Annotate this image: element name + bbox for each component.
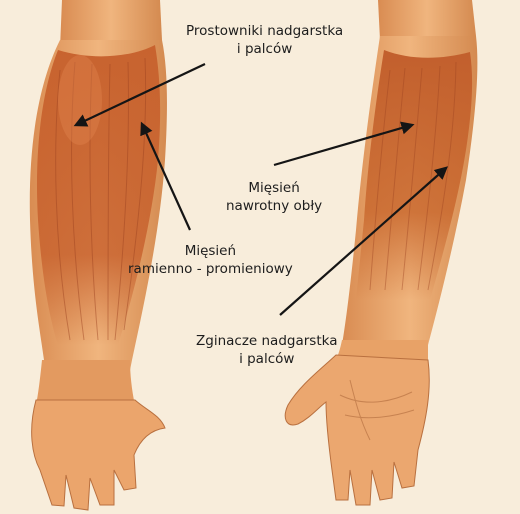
label-extensors: Prostowniki nadgarstka i palców [186, 23, 344, 57]
label-pronator: Mięsień nawrotny obły [226, 180, 323, 214]
left-forearm [29, 0, 167, 511]
arrow-extensors [73, 63, 206, 127]
right-forearm [284, 0, 478, 506]
label-flexors: Zginacze nadgarstka i palców [196, 333, 338, 367]
arrow-pronator [273, 121, 415, 167]
arrow-brachioradialis [140, 121, 192, 231]
pointer-arrows [73, 63, 448, 316]
arrow-flexors [279, 166, 448, 316]
label-brachioradialis: Mięsień ramienno - promieniowy [128, 243, 293, 277]
